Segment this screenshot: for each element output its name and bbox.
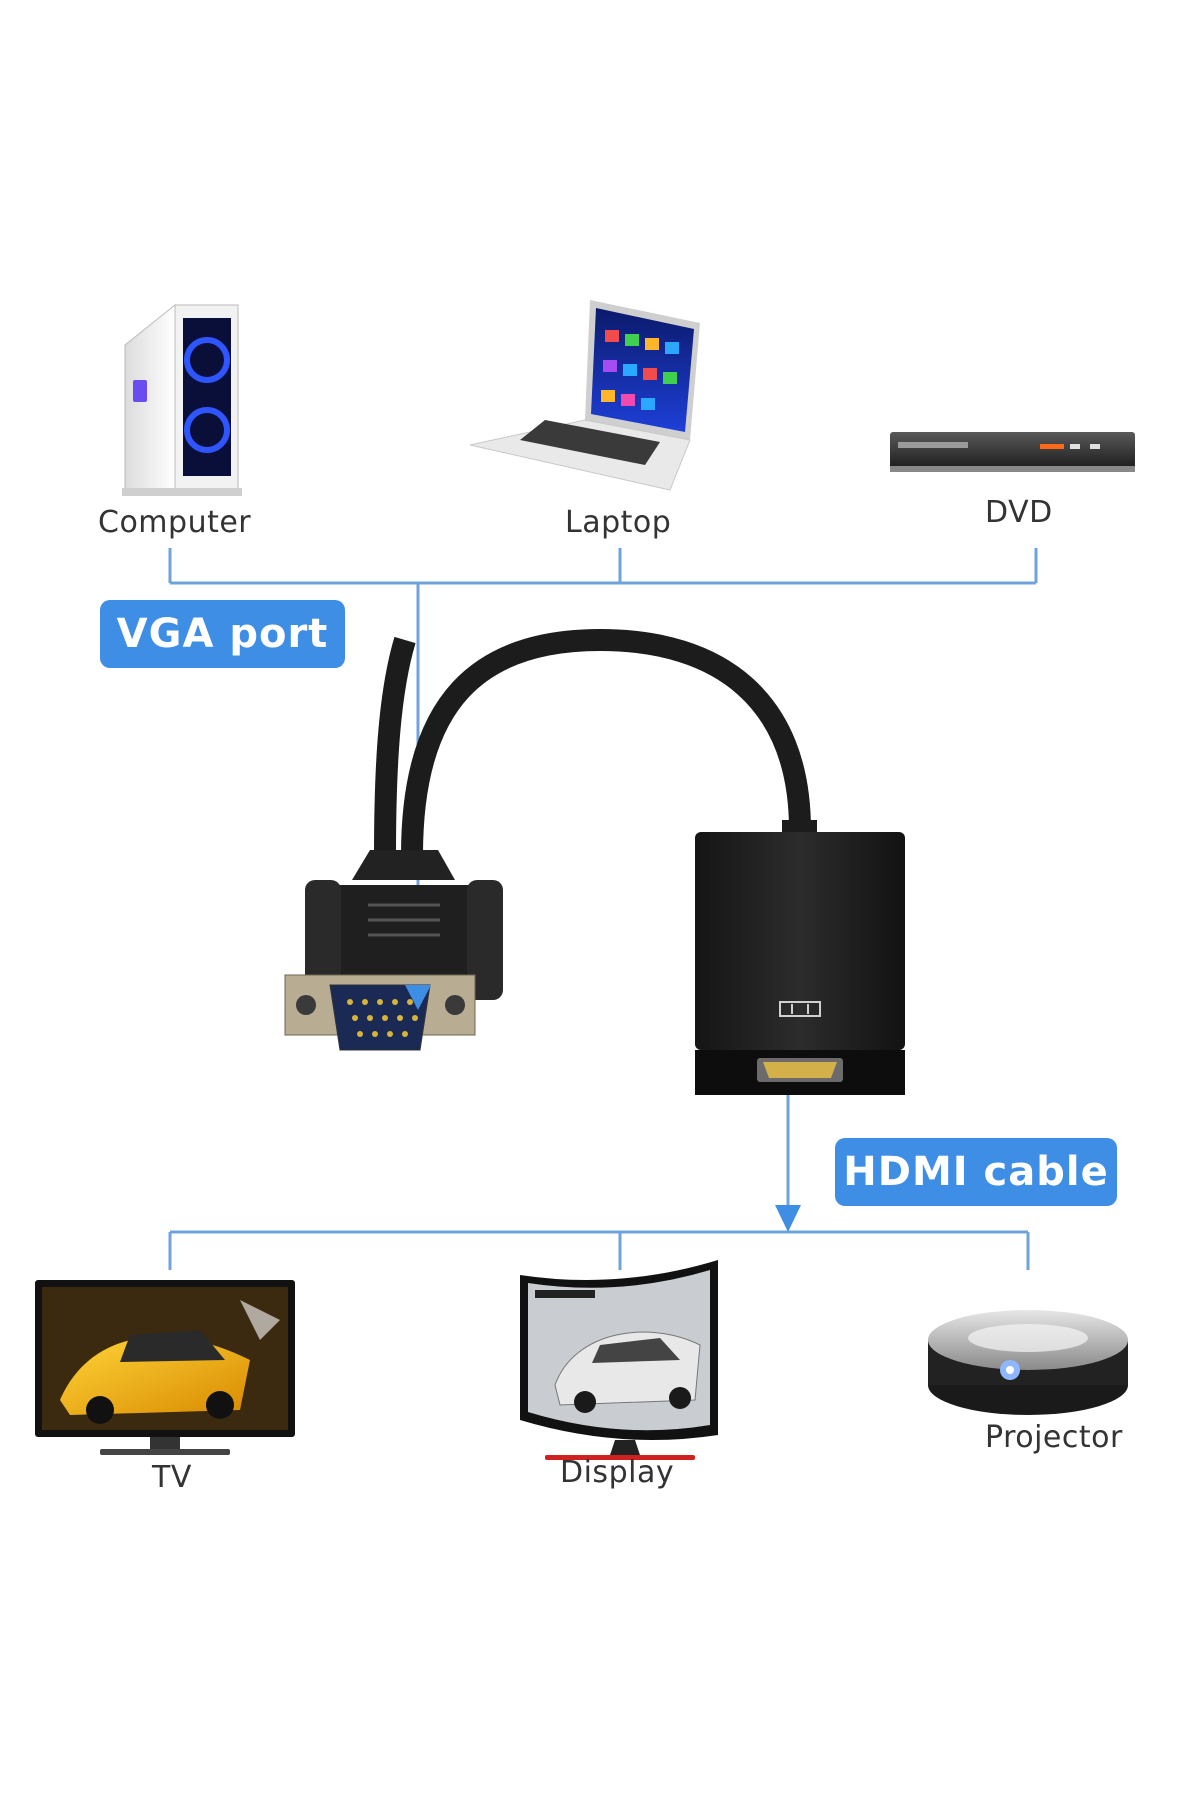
tv-icon <box>35 1280 295 1455</box>
laptop-icon <box>469 300 700 491</box>
dvd-player-icon <box>890 432 1135 472</box>
curved-monitor-icon <box>520 1260 718 1460</box>
hdmi-arrow <box>775 1205 801 1232</box>
label-laptop: Laptop <box>565 505 672 540</box>
label-display: Display <box>560 1455 675 1490</box>
label-projector: Projector <box>985 1420 1123 1455</box>
projector-icon <box>928 1310 1128 1415</box>
label-dvd: DVD <box>985 495 1053 530</box>
label-computer: Computer <box>98 505 252 540</box>
hdmi-adapter-box <box>695 820 905 1095</box>
label-tv: TV <box>152 1460 192 1495</box>
output-connector-lines <box>168 1095 1030 1270</box>
vga-arrow <box>405 985 431 1010</box>
computer-tower-icon <box>122 303 242 496</box>
vga-port-badge: VGA port <box>100 600 345 668</box>
hdmi-cable-badge: HDMI cable <box>835 1138 1117 1206</box>
vga-to-hdmi-adapter <box>284 628 811 1051</box>
